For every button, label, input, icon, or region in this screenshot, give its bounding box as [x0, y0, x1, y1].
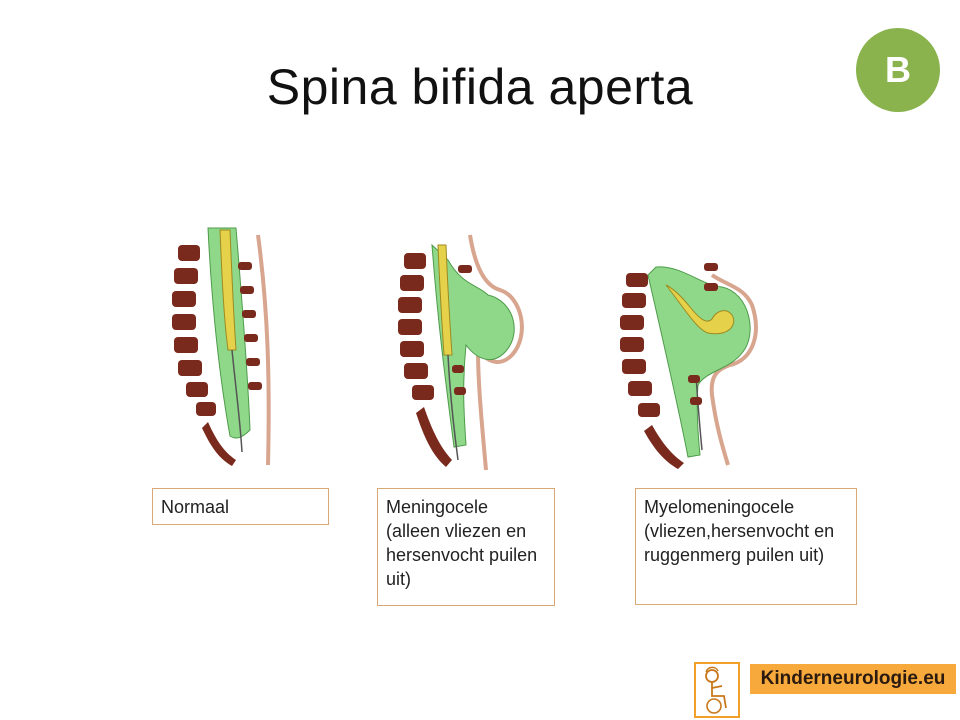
vertebrae: [398, 253, 472, 467]
section-badge: B: [856, 28, 940, 112]
meninges-sac: [431, 243, 515, 448]
nerve-roots: [695, 374, 703, 451]
logo-wheelchair-child-icon: [694, 662, 740, 718]
spinal-cord: [665, 284, 735, 335]
caption-meningocele: Meningocele (alleen vliezen en hersenvoc…: [377, 488, 555, 606]
logo-text: Kinderneurologie.eu: [750, 664, 956, 694]
normal-spine-illustration: [172, 227, 271, 466]
vertebrae: [172, 245, 262, 466]
caption-normal: Normaal: [152, 488, 329, 525]
caption-myelomeningocele: Myelomeningocele (vliezen,hersenvocht en…: [635, 488, 857, 605]
nerve-roots: [447, 354, 459, 461]
skin-line: [256, 234, 271, 466]
skin-line: [709, 273, 758, 466]
spinal-cord: [437, 244, 453, 356]
kinderneurologie-logo[interactable]: Kinderneurologie.eu: [694, 662, 956, 718]
skin-line: [468, 234, 524, 471]
vertebrae: [620, 263, 718, 469]
meningocele-illustration: [398, 234, 524, 471]
nerve-roots: [231, 349, 243, 453]
slide-title: Spina bifida aperta: [266, 59, 694, 115]
myelomeningocele-illustration: [620, 263, 758, 469]
spinal-cord: [219, 229, 237, 351]
